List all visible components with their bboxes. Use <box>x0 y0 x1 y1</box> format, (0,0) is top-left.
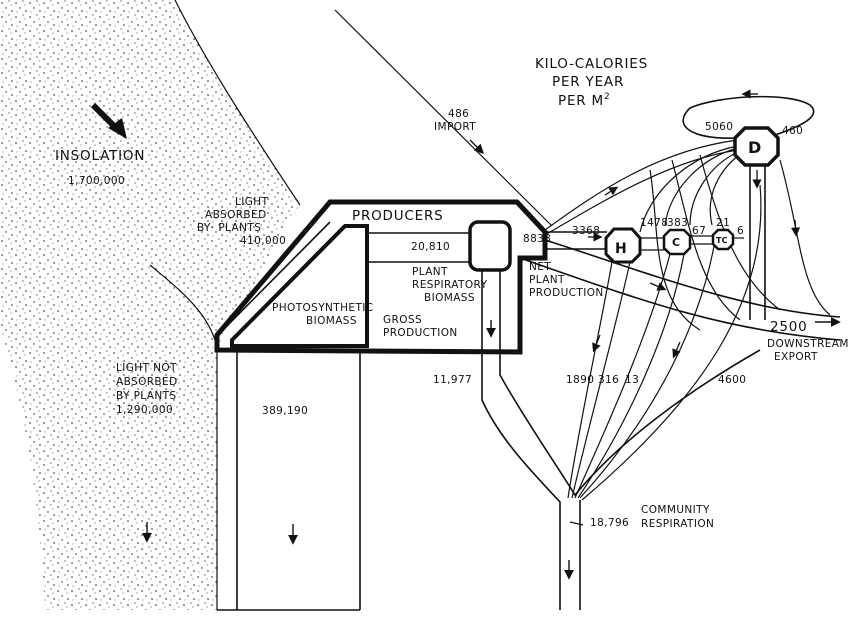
flow-wave-3 <box>699 154 781 311</box>
arrow-b <box>649 282 667 291</box>
header-line1: KILO-CALORIES <box>535 56 648 72</box>
flow-tc-out: 6 <box>737 225 744 237</box>
node-c-box <box>662 228 692 256</box>
arrow-d <box>790 219 801 237</box>
node-tc-label: TC <box>716 236 727 245</box>
export-value: 2500 <box>770 319 808 335</box>
unused-flow-value: 389,190 <box>262 405 308 417</box>
net-production-line3: PRODUCTION <box>529 287 604 299</box>
arrow-f <box>672 341 681 359</box>
light-absorbed-line1: LIGHT <box>235 196 269 208</box>
light-absorbed-channel <box>216 221 331 337</box>
flow-c-to-tc: 67 <box>692 225 706 237</box>
net-production-value: 8833 <box>523 233 551 245</box>
light-not-absorbed-line2: ABSORBED <box>116 376 178 388</box>
light-absorbed-line3: BY· PLANTS <box>197 222 261 234</box>
insolation-region <box>0 0 300 610</box>
resp-tc-value: 13 <box>625 374 639 386</box>
arrow-c <box>604 186 619 196</box>
photosynthetic-line1: PHOTOSYNTHETIC <box>272 302 374 314</box>
net-production-line2: PLANT <box>529 274 565 286</box>
plant-respiratory-box <box>468 220 512 272</box>
light-absorbed-value: 410,000 <box>240 235 286 247</box>
flow-up-5 <box>689 151 739 226</box>
export-line1: DOWNSTREAM <box>767 338 849 350</box>
resp-h-value: 1890 <box>566 374 594 386</box>
insolation-value: 1,700,000 <box>68 175 125 187</box>
respiration-trunk-left <box>481 352 561 610</box>
resp-line-tc <box>579 245 715 499</box>
photosynthetic-line2: BIOMASS <box>306 315 357 327</box>
resp-d-value: 4600 <box>718 374 746 386</box>
node-tc-box <box>711 228 735 251</box>
light-not-absorbed-line1: LIGHT NOT <box>116 362 177 374</box>
producers-title: PRODUCERS <box>352 208 444 224</box>
flow-up-3 <box>639 145 739 233</box>
flow-to-d: 5060 <box>705 121 733 133</box>
resp-c-value: 316 <box>598 374 619 386</box>
header-line3: PER M2 <box>558 92 611 109</box>
net-production-line1: NET <box>529 261 551 273</box>
import-line <box>334 9 553 227</box>
header-line2: PER YEAR <box>552 74 624 90</box>
import-value: 486 <box>448 108 469 120</box>
light-not-absorbed-line3: BY PLANTS <box>116 390 177 402</box>
respiration-trunk-right <box>499 349 761 497</box>
node-c-label: C <box>672 236 680 249</box>
insolation-edge <box>174 0 301 206</box>
flow-wave-1 <box>649 169 701 331</box>
flow-up-1 <box>544 139 739 231</box>
import-label: IMPORT <box>434 121 476 133</box>
node-d-box <box>733 126 780 167</box>
flow-wave-2 <box>671 159 741 321</box>
arrow-g <box>569 521 584 526</box>
flow-d-loop: 460 <box>782 125 803 137</box>
header-superscript: 2 <box>604 92 611 102</box>
insolation-arrow-head <box>108 118 127 139</box>
flow-c-in: 383 <box>667 217 688 229</box>
gross-line1: GROSS <box>383 314 422 326</box>
flow-h-to-c: 1478 <box>640 217 668 229</box>
export-line2: EXPORT <box>774 351 818 363</box>
export-pipe-top <box>544 239 841 318</box>
plant-respiration-value: 11,977 <box>433 374 472 386</box>
flow-up-2 <box>544 149 739 236</box>
community-value: 18,796 <box>590 517 629 529</box>
flow-up-6 <box>709 155 739 226</box>
export-pipe-bottom <box>519 257 841 341</box>
flow-tc-in: 21 <box>716 217 730 229</box>
resp-line-h2 <box>571 261 631 499</box>
flow-to-h: 3368 <box>572 225 600 237</box>
arrow-e <box>592 334 601 353</box>
community-line2: RESPIRATION <box>641 518 714 530</box>
import-arrow <box>469 139 484 154</box>
node-h-label: H <box>615 241 627 257</box>
resp-line2: RESPIRATORY <box>412 279 488 291</box>
node-h-box <box>604 227 642 264</box>
resp-line1: PLANT <box>412 266 448 278</box>
insolation-label: INSOLATION <box>55 148 145 164</box>
node-d-label: D <box>748 138 761 157</box>
photosynthetic-biomass-box <box>230 224 369 348</box>
community-line1: COMMUNITY <box>641 504 710 516</box>
light-absorbed-line2: ABSORBED <box>205 209 267 221</box>
resp-line-d <box>581 184 762 501</box>
gross-line2: PRODUCTION <box>383 327 458 339</box>
light-not-absorbed-value: 1,290,000 <box>116 404 173 416</box>
resp-line3: BIOMASS <box>424 292 475 304</box>
flow-up-4 <box>664 147 739 226</box>
flow-wave-4 <box>779 159 831 316</box>
gross-value: 20,810 <box>411 241 450 253</box>
